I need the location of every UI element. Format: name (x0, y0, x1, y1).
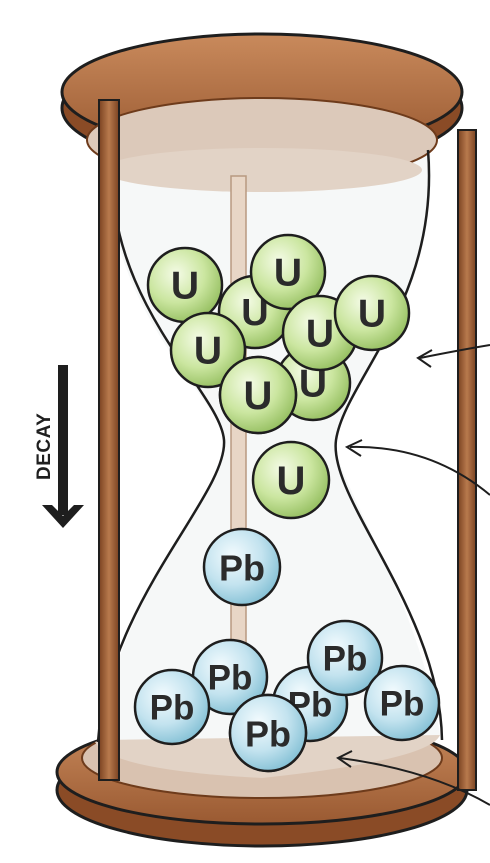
uranium-atom: U (169, 311, 247, 389)
pointer-arrows (336, 344, 490, 806)
arrow-bottom-bulb (336, 750, 490, 806)
lead-atom: Pb (228, 693, 308, 773)
decay-label: DECAY (34, 413, 55, 480)
uranium-symbol: U (277, 459, 306, 503)
lead-atom: Pb (363, 664, 441, 742)
uranium-symbol: U (306, 313, 334, 356)
lead-atom: Pb (133, 668, 211, 746)
uranium-symbol: U (194, 330, 222, 373)
lead-symbol: Pb (245, 714, 291, 755)
arrow-neck (344, 439, 490, 496)
lead-symbol: Pb (150, 689, 195, 728)
arrow-top-bulb (416, 344, 490, 368)
decay-arrow: DECAY (34, 365, 84, 528)
uranium-atom: U (333, 274, 411, 352)
uranium-atom: U (251, 440, 331, 520)
uranium-atom-falling: U (251, 440, 331, 520)
uranium-atom: U (249, 233, 327, 311)
lead-atom: Pb (191, 638, 269, 716)
lead-atom-falling: Pb (202, 527, 282, 607)
lead-symbol: Pb (323, 640, 368, 679)
lead-symbol: Pb (208, 659, 253, 698)
uranium-atom: U (218, 355, 298, 435)
uranium-symbol: U (274, 252, 302, 295)
uranium-atom: U (146, 246, 224, 324)
lead-symbol: Pb (380, 685, 425, 724)
lead-symbol: Pb (219, 548, 265, 589)
posts (98, 99, 477, 791)
hourglass-top-cap (60, 32, 464, 192)
uranium-symbol: U (358, 293, 386, 336)
glass-outline (96, 149, 444, 743)
lead-atom: Pb (306, 619, 384, 697)
uranium-symbol: U (244, 374, 273, 418)
lead-atom: Pb (202, 527, 282, 607)
uranium-symbol: U (171, 265, 199, 308)
